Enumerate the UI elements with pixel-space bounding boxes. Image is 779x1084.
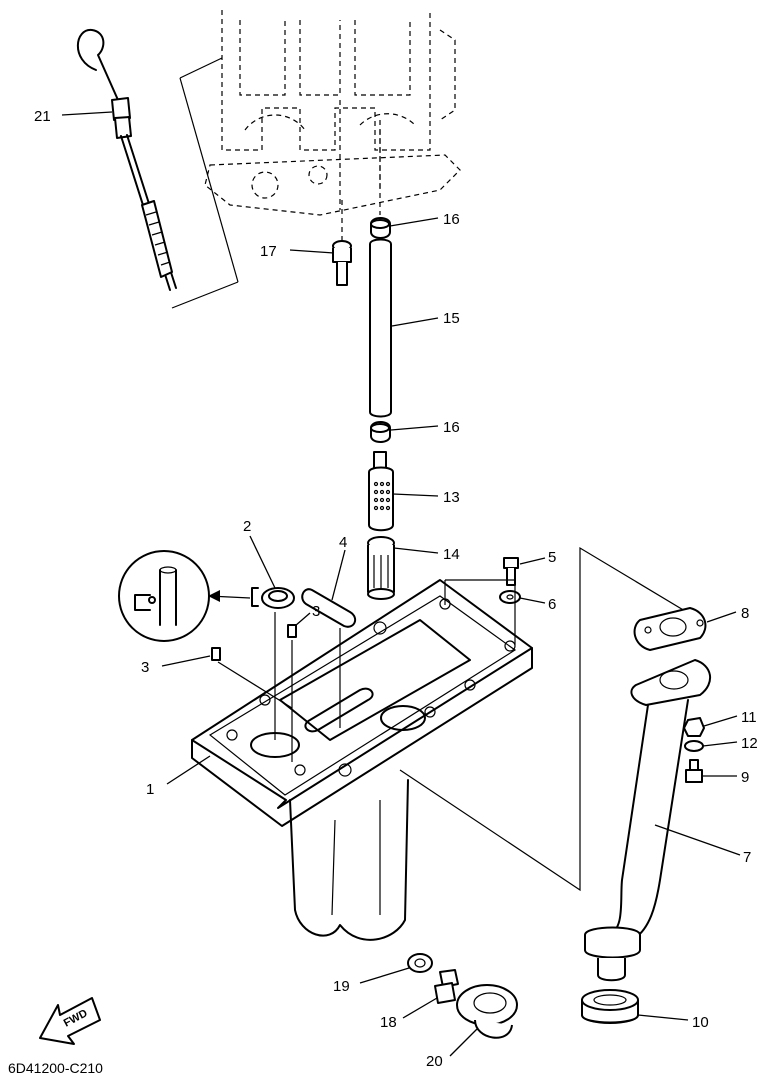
callout-3-upper: 3 [312, 603, 320, 620]
dowel-pins [211, 624, 297, 661]
callout-11: 11 [741, 709, 757, 726]
callout-9: 9 [741, 769, 749, 786]
upper-casing [191, 546, 701, 941]
callout-20: 20 [426, 1053, 443, 1070]
gasket [301, 588, 357, 628]
callout-19: 19 [333, 978, 350, 995]
callout-7: 7 [743, 849, 751, 866]
dipstick-area-frame [171, 57, 239, 309]
callout-2: 2 [243, 518, 251, 535]
callout-3-lower: 3 [141, 659, 149, 676]
nut-washer-bolt [683, 717, 705, 783]
callout-4: 4 [339, 534, 347, 551]
callout-10: 10 [692, 1014, 709, 1031]
callout-21: 21 [34, 108, 51, 125]
callout-6: 6 [548, 596, 556, 613]
exhaust-seal [581, 989, 639, 1024]
diagram-code: 6D41200-C210 [8, 1060, 103, 1076]
callout-labels: 21 17 16 15 16 13 14 2 4 3 3 5 6 8 1 11 … [34, 108, 758, 1070]
seal-detail-bubble [118, 550, 259, 642]
callout-12: 12 [741, 735, 758, 752]
dipstick [77, 28, 177, 291]
callout-8: 8 [741, 605, 749, 622]
leader-lines [61, 111, 741, 1057]
oil-seal [261, 587, 295, 609]
callout-18: 18 [380, 1014, 397, 1031]
callout-15: 15 [443, 310, 460, 327]
callout-16-bottom: 16 [443, 419, 460, 436]
exhaust-gasket [633, 607, 707, 651]
water-strainer [368, 451, 394, 532]
water-tube-assembly [369, 130, 392, 443]
engine-block-phantom [204, 10, 461, 216]
callout-14: 14 [443, 546, 460, 563]
fitting [332, 200, 352, 286]
callout-17: 17 [260, 243, 277, 260]
callout-1: 1 [146, 781, 154, 798]
callout-13: 13 [443, 489, 460, 506]
lower-hardware [407, 953, 518, 1039]
callout-5: 5 [548, 549, 556, 566]
callout-16-top: 16 [443, 211, 460, 228]
fwd-arrow-icon: FWD [39, 997, 101, 1045]
bolt-and-washer [499, 557, 521, 604]
exhaust-pipe [584, 659, 711, 982]
strainer-holder [367, 536, 395, 600]
